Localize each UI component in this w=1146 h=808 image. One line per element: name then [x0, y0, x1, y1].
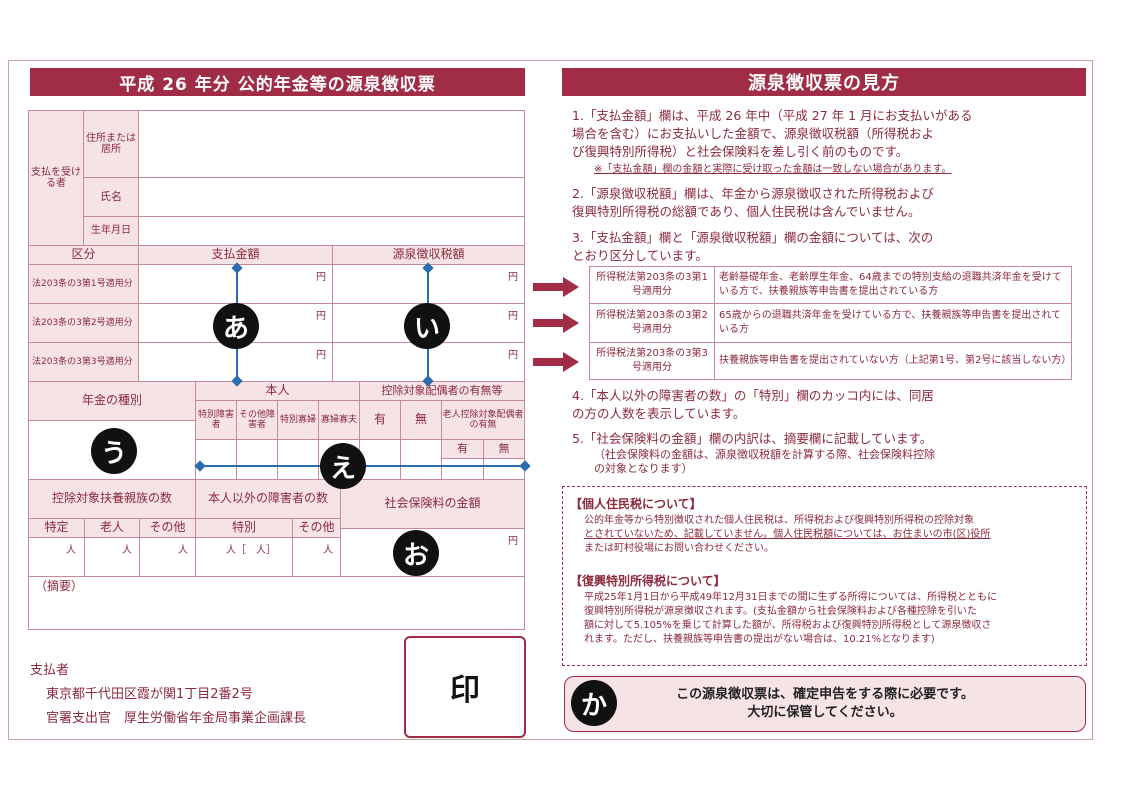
item-5: 5.「社会保険料の金額」欄の内訳は、摘要欄に記載しています。 — [572, 431, 933, 446]
reconstruction-tax-text: 平成25年1月1日から平成49年12月31日までの間に生ずる所得については、所得… — [584, 592, 998, 645]
seal-box: 印 — [404, 636, 526, 738]
elderly-yes-label: 有 — [441, 439, 484, 459]
yen-unit: 円 — [508, 350, 518, 361]
arrow-right-icon — [533, 352, 579, 372]
address-label: 住所または居所 — [83, 110, 139, 178]
table-row-label-1: 所得税法第203条の3第1号適用分 — [589, 266, 715, 304]
marker-ka: か — [571, 680, 617, 726]
yen-unit: 円 — [316, 311, 326, 322]
spouse-cell — [441, 458, 484, 480]
elderly-no-label: 無 — [483, 439, 525, 459]
item-1-note: ※「支払金額」欄の金額と実際に受け取った金額は一致しない場合があります。 — [594, 164, 952, 175]
yen-unit: 円 — [316, 350, 326, 361]
resident-tax-title: 【個人住民税について】 — [570, 497, 702, 511]
marker-u: う — [91, 428, 137, 474]
spouse-no-label: 無 — [400, 400, 442, 440]
resident-tax-text: 公的年金等から特別徴収された個人住民税は、所得税および復興特別所得税の控除対象 … — [584, 515, 991, 554]
tokubetsu-label: 特別 — [195, 518, 293, 538]
pension-type-label: 年金の種別 — [28, 381, 196, 421]
yen-unit: 円 — [508, 536, 518, 547]
birth-label: 生年月日 — [83, 216, 139, 246]
arrow-right-icon — [533, 277, 579, 297]
item-4: 4.「本人以外の障害者の数」の「特別」欄のカッコ内には、同居 の方の人数を表示し… — [572, 388, 934, 421]
row-label-3: 法203条の3第3号適用分 — [28, 342, 139, 382]
payer-address: 東京都千代田区霞が関1丁目2番2号 — [46, 687, 253, 702]
table-row-label-3: 所得税法第203条の3第3号適用分 — [589, 342, 715, 380]
name-field — [138, 177, 525, 217]
disabled-others-label: 本人以外の障害者の数 — [195, 479, 341, 519]
person-unit: 人 — [323, 545, 333, 556]
roujin-label: 老人 — [84, 518, 140, 538]
item-5-note: （社会保険料の金額は、源泉徴収税額を計算する際、社会保険料控除 の対象となります… — [594, 448, 935, 475]
reconstruction-tax-title: 【復興特別所得税について】 — [570, 574, 726, 588]
birth-field — [138, 216, 525, 246]
row-label-1: 法203条の3第1号適用分 — [28, 264, 139, 304]
other-label: その他 — [292, 518, 341, 538]
dependents-label: 控除対象扶養親族の数 — [28, 479, 196, 519]
sonota-label: その他 — [139, 518, 196, 538]
marker-e: え — [320, 443, 366, 489]
widow-label: 寡婦寡夫 — [318, 400, 360, 440]
item-3: 3.「支払金額」欄と「源泉徴収税額」欄の金額については、次の とおり区分していま… — [572, 230, 934, 263]
info-box — [562, 486, 1087, 666]
arrow-right-icon — [533, 313, 579, 333]
honnin-cell — [236, 439, 278, 480]
tokutei-label: 特定 — [28, 518, 85, 538]
form-title: 平成 26 年分 公的年金等の源泉徴収票 — [30, 68, 525, 96]
row-label-2: 法203条の3第2号適用分 — [28, 303, 139, 343]
guide-title: 源泉徴収票の見方 — [562, 68, 1086, 96]
table-row-desc-2: 65歳からの退職共済年金を受けている方で、扶養親族等申告書を提出されている方 — [714, 303, 1072, 343]
other-disabled-label: その他障害者 — [236, 400, 278, 440]
document-frame — [8, 60, 1093, 740]
footer-notice: この源泉徴収票は、確定申告をする際に必要です。 大切に保管してください。 — [564, 676, 1086, 732]
address-field — [138, 110, 525, 178]
count-cell — [28, 537, 85, 577]
spouse-header: 控除対象配偶者の有無等 — [359, 381, 525, 401]
honnin-cell — [195, 439, 237, 480]
payer-name: 官署支出官 厚生労働省年金局事業企画課長 — [46, 711, 307, 726]
table-row-desc-3: 扶養親族等申告書を提出されていない方（上記第1号、第2号に該当しない方） — [714, 342, 1072, 380]
table-row-desc-1: 老齢基礎年金、老齢厚生年金、64歳までの特別支給の退職共済年金を受けている方で、… — [714, 266, 1072, 304]
table-row-label-2: 所得税法第203条の3第2号適用分 — [589, 303, 715, 343]
yen-unit: 円 — [508, 272, 518, 283]
recipient-label: 支払を受ける者 — [28, 110, 84, 246]
item-2: 2.「源泉徴収税額」欄は、年金から源泉徴収された所得税および 復興特別所得税の総… — [572, 186, 934, 219]
spouse-cell — [400, 439, 442, 480]
special-widow-label: 特別寡婦 — [277, 400, 319, 440]
yen-unit: 円 — [316, 272, 326, 283]
special-disabled-label: 特別障害者 — [195, 400, 237, 440]
yen-unit: 円 — [508, 311, 518, 322]
person-unit: 人 — [178, 545, 188, 556]
person-unit: 人 — [66, 545, 76, 556]
spouse-yes-label: 有 — [359, 400, 401, 440]
summary-field: （摘要） — [28, 576, 525, 630]
elderly-spouse-label: 老人控除対象配偶者の有無 — [441, 400, 525, 440]
payer-label: 支払者 — [30, 663, 70, 678]
name-label: 氏名 — [83, 177, 139, 217]
marker-a: あ — [213, 303, 259, 349]
social-insurance-label: 社会保険料の金額 — [340, 479, 525, 529]
marker-o: お — [393, 530, 439, 576]
kubun-header: 区分 — [28, 245, 139, 265]
person-bracket-unit: 人［ 人］ — [226, 545, 276, 556]
person-unit: 人 — [122, 545, 132, 556]
count-cell — [292, 537, 341, 577]
spouse-cell — [483, 458, 525, 480]
marker-i: い — [404, 303, 450, 349]
honnin-header: 本人 — [195, 381, 360, 401]
honnin-cell — [277, 439, 319, 480]
item-1: 1.「支払金額」欄は、平成 26 年中（平成 27 年 1 月にお支払いがある … — [572, 108, 973, 159]
